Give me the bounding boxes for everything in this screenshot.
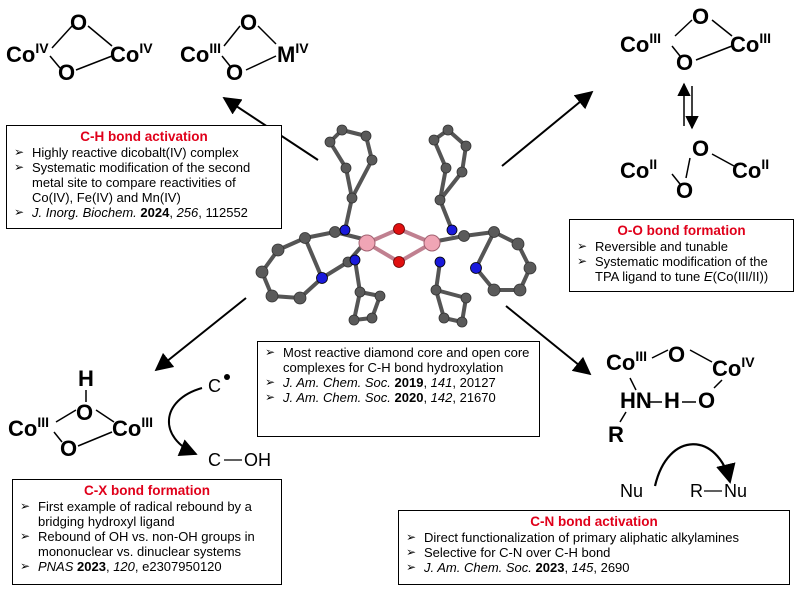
- svg-text:O: O: [76, 400, 93, 425]
- equilibrium-arrows: [677, 82, 699, 130]
- co-ii-peroxo-structure: CoII CoII O O: [620, 136, 769, 203]
- co-iii-dimer-structure: CoIII CoIII O O: [620, 4, 771, 75]
- cx-formation-title: C-X bond formation: [84, 483, 210, 498]
- ch-item: Systematic modification of the second me…: [13, 160, 275, 205]
- svg-text:CoIV: CoIV: [6, 40, 49, 67]
- svg-text:H: H: [664, 388, 680, 413]
- svg-text:O: O: [698, 388, 715, 413]
- svg-text:MIV: MIV: [277, 40, 309, 67]
- svg-text:CoIII: CoIII: [112, 414, 153, 441]
- oo-item: Reversible and tunable: [576, 239, 787, 254]
- cn-reference: J. Am. Chem. Soc. 2023, 145, 2690: [405, 560, 783, 575]
- radical-rebound-scheme: C C OH: [168, 374, 271, 470]
- cx-reference: PNAS 2023, 120, e2307950120: [19, 559, 275, 574]
- svg-text:OH: OH: [244, 450, 271, 470]
- oo-formation-title: O-O bond formation: [617, 223, 746, 238]
- svg-text:R: R: [690, 481, 703, 501]
- ch-activation-box: C-H bond activation Highly reactive dico…: [6, 125, 282, 229]
- svg-text:Nu: Nu: [724, 481, 747, 501]
- svg-text:O: O: [692, 136, 709, 161]
- svg-text:CoIII: CoIII: [180, 40, 221, 67]
- oo-item: Systematic modification of the TPA ligan…: [576, 254, 787, 284]
- cx-item: Rebound of OH vs. non-OH groups in monon…: [19, 529, 275, 559]
- cn-activation-box: C-N bond activation Direct functionaliza…: [398, 510, 790, 585]
- svg-text:O: O: [70, 10, 87, 35]
- amido-structure: O CoIII CoIV HN H O R Nu R Nu: [606, 342, 755, 501]
- center-reference: J. Am. Chem. Soc. 2019, 141, 20127: [264, 375, 533, 390]
- center-reference: J. Am. Chem. Soc. 2020, 142, 21670: [264, 390, 533, 405]
- svg-text:C: C: [208, 376, 221, 396]
- svg-text:O: O: [668, 342, 685, 367]
- svg-text:O: O: [226, 60, 243, 85]
- svg-text:O: O: [60, 436, 77, 461]
- svg-text:CoIV: CoIV: [110, 40, 153, 67]
- svg-text:CoII: CoII: [732, 156, 769, 183]
- central-reactivity-box: Most reactive diamond core and open core…: [257, 341, 540, 437]
- hydroxo-dimer-structure: H O CoIII CoIII O: [8, 366, 153, 461]
- central-molecule: [255, 124, 537, 328]
- svg-text:HN: HN: [620, 388, 652, 413]
- svg-text:O: O: [692, 4, 709, 29]
- ch-reference: J. Inorg. Biochem. 2024, 256, 112552: [13, 205, 275, 220]
- ch-item: Highly reactive dicobalt(IV) complex: [13, 145, 275, 160]
- cn-item: Selective for C-N over C-H bond: [405, 545, 783, 560]
- svg-text:H: H: [78, 366, 94, 391]
- cn-item: Direct functionalization of primary alip…: [405, 530, 783, 545]
- svg-text:CoIII: CoIII: [730, 30, 771, 57]
- ch-activation-title: C-H bond activation: [80, 129, 208, 144]
- svg-text:CoIII: CoIII: [620, 30, 661, 57]
- svg-text:CoII: CoII: [620, 156, 657, 183]
- co-iv-dimer-structure: CoIV CoIV O O: [6, 10, 153, 85]
- svg-text:O: O: [58, 60, 75, 85]
- co-iii-m-iv-structure: CoIII MIV O O: [180, 10, 309, 85]
- cx-formation-box: C-X bond formation First example of radi…: [12, 479, 282, 585]
- svg-text:CoIII: CoIII: [8, 414, 49, 441]
- svg-text:Nu: Nu: [620, 481, 643, 501]
- center-item: Most reactive diamond core and open core…: [264, 345, 533, 375]
- oo-formation-box: O-O bond formation Reversible and tunabl…: [569, 219, 794, 292]
- svg-text:R: R: [608, 422, 624, 447]
- svg-text:CoIV: CoIV: [712, 354, 755, 381]
- svg-text:O: O: [676, 50, 693, 75]
- svg-text:O: O: [676, 178, 693, 203]
- cn-activation-title: C-N bond activation: [530, 514, 658, 529]
- cx-item: First example of radical rebound by a br…: [19, 499, 275, 529]
- svg-text:O: O: [240, 10, 257, 35]
- svg-text:CoIII: CoIII: [606, 348, 647, 375]
- svg-text:C: C: [208, 450, 221, 470]
